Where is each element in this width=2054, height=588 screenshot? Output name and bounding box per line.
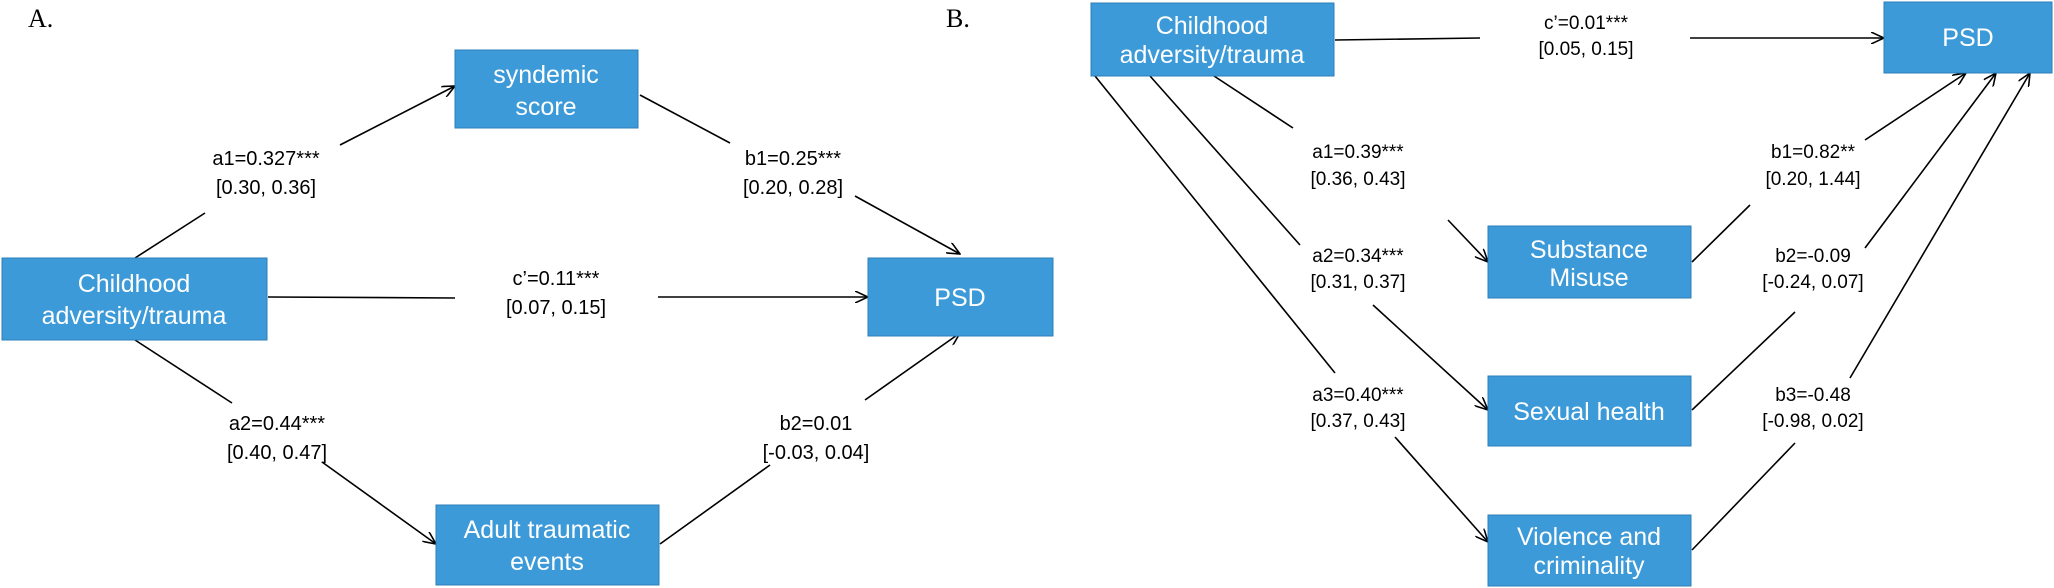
panel-b-path-labels: c’=0.01*** [0.05, 0.15] a1=0.39*** [0.36, …: [1310, 13, 1863, 432]
svg-text:a3=0.40***: a3=0.40***: [1312, 385, 1404, 406]
node-label-line: Sexual health: [1513, 398, 1665, 426]
svg-text:c’=0.11***: c’=0.11***: [513, 268, 600, 290]
panel-b-edges: [1094, 37, 2030, 551]
panel-b-node-violence: Violence and criminality: [1487, 514, 1692, 587]
panel-a-node-adult: Adult traumatic events: [435, 504, 660, 586]
path-label-b2: b2=0.01 [-0.03, 0.04]: [763, 413, 870, 464]
svg-text:[0.05, 0.15]: [0.05, 0.15]: [1538, 39, 1633, 60]
edge-b1-line-lower: [1691, 204, 1751, 263]
svg-text:a1=0.39***: a1=0.39***: [1312, 142, 1404, 163]
svg-text:b1=0.25***: b1=0.25***: [745, 148, 841, 170]
svg-text:[-0.03, 0.04]: [-0.03, 0.04]: [763, 442, 870, 464]
svg-text:a2=0.44***: a2=0.44***: [229, 413, 325, 435]
node-label-line: Childhood: [78, 270, 191, 298]
edge-b3-line-upper: [1849, 73, 2030, 379]
panel-b-node-psd: PSD: [1883, 1, 2053, 74]
node-label-line: Substance: [1530, 236, 1648, 264]
panel-a-node-psd: PSD: [867, 257, 1054, 337]
svg-text:b3=-0.48: b3=-0.48: [1775, 385, 1851, 406]
panel-b-node-childhood: Childhood adversity/trauma: [1090, 2, 1335, 77]
svg-text:[0.20, 1.44]: [0.20, 1.44]: [1765, 169, 1860, 190]
path-label-c: c’=0.01*** [0.05, 0.15]: [1538, 13, 1633, 60]
edge-b1-line-lower: [854, 195, 960, 254]
path-label-a2: a2=0.44*** [0.40, 0.47]: [227, 413, 327, 464]
node-label-line: criminality: [1533, 552, 1645, 580]
edge-a3-line-upper: [1094, 75, 1336, 374]
edge-a1-line-lower: [1447, 219, 1488, 262]
node-label-line: PSD: [934, 284, 985, 312]
edge-a3-line-lower: [1394, 436, 1488, 542]
node-label-line: PSD: [1942, 24, 1993, 52]
panel-b-node-sexual: Sexual health: [1487, 375, 1692, 447]
panel-a-node-syndemic: syndemic score: [454, 49, 639, 129]
svg-text:[0.36, 0.43]: [0.36, 0.43]: [1310, 169, 1405, 190]
svg-text:[-0.98, 0.02]: [-0.98, 0.02]: [1762, 411, 1863, 432]
edge-a1-line-upper: [339, 86, 455, 146]
path-label-a1: a1=0.39*** [0.36, 0.43]: [1310, 142, 1405, 190]
svg-text:[0.37, 0.43]: [0.37, 0.43]: [1310, 411, 1405, 432]
node-label-line: adversity/trauma: [1120, 41, 1305, 69]
svg-text:[0.31, 0.37]: [0.31, 0.37]: [1310, 272, 1405, 293]
edge-b2-line-lower: [659, 464, 771, 545]
panel-b-node-substance: Substance Misuse: [1487, 225, 1692, 299]
node-label-line: Adult traumatic: [464, 516, 631, 544]
node-label-line: score: [515, 93, 576, 121]
node-label-line: Childhood: [1156, 12, 1269, 40]
path-label-b3: b3=-0.48 [-0.98, 0.02]: [1762, 385, 1863, 432]
svg-text:[0.30, 0.36]: [0.30, 0.36]: [216, 177, 316, 199]
path-label-a1: a1=0.327*** [0.30, 0.36]: [212, 148, 320, 199]
edge-b2-line-lower: [1691, 311, 1796, 411]
svg-text:b2=-0.09: b2=-0.09: [1775, 246, 1851, 267]
panel-a-edges: [134, 86, 960, 545]
edge-a1-line-upper: [1213, 75, 1294, 129]
svg-text:b1=0.82**: b1=0.82**: [1771, 142, 1856, 163]
path-label-a3: a3=0.40*** [0.37, 0.43]: [1310, 385, 1405, 432]
node-label-line: syndemic: [493, 61, 599, 89]
svg-text:[0.07, 0.15]: [0.07, 0.15]: [506, 297, 606, 319]
panel-b-label: B.: [946, 4, 970, 33]
path-label-b1: b1=0.25*** [0.20, 0.28]: [743, 148, 843, 199]
panel-a-label: A.: [28, 4, 53, 33]
svg-text:c’=0.01***: c’=0.01***: [1544, 13, 1629, 34]
panel-a-node-childhood: Childhood adversity/trauma: [1, 257, 268, 341]
edge-a2-line-lower: [1372, 304, 1488, 410]
path-label-a2: a2=0.34*** [0.31, 0.37]: [1310, 246, 1405, 293]
node-label-line: adversity/trauma: [42, 302, 227, 330]
edge-b2-line-upper: [864, 333, 960, 401]
edge-a2-line-upper: [1149, 75, 1301, 246]
edge-b3-line-lower: [1691, 442, 1796, 551]
svg-text:a2=0.34***: a2=0.34***: [1312, 246, 1404, 267]
path-label-b1: b1=0.82** [0.20, 1.44]: [1765, 142, 1860, 190]
path-label-b2: b2=-0.09 [-0.24, 0.07]: [1762, 246, 1863, 293]
node-label-line: Misuse: [1549, 264, 1628, 292]
svg-text:b2=0.01: b2=0.01: [780, 413, 853, 435]
node-label-line: Violence and: [1517, 523, 1661, 551]
svg-text:[-0.24, 0.07]: [-0.24, 0.07]: [1762, 272, 1863, 293]
svg-text:[0.20, 0.28]: [0.20, 0.28]: [743, 177, 843, 199]
panel-a-path-labels: a1=0.327*** [0.30, 0.36] b1=0.25*** [0.20,…: [212, 148, 869, 464]
edge-b1-line-upper: [1864, 73, 1966, 141]
edge-b2-line-upper: [1864, 73, 1996, 249]
edge-c-line-left: [267, 296, 456, 299]
edge-a1-line-lower: [134, 212, 206, 259]
edge-a2-line-lower: [321, 461, 436, 544]
svg-text:a1=0.327***: a1=0.327***: [212, 148, 320, 170]
edge-c-line-left: [1334, 37, 1481, 41]
edge-a2-line-upper: [134, 339, 233, 404]
edge-b1-line-upper: [639, 94, 731, 144]
node-label-line: events: [510, 548, 584, 576]
path-label-c: c’=0.11*** [0.07, 0.15]: [506, 268, 606, 319]
svg-text:[0.40, 0.47]: [0.40, 0.47]: [227, 442, 327, 464]
